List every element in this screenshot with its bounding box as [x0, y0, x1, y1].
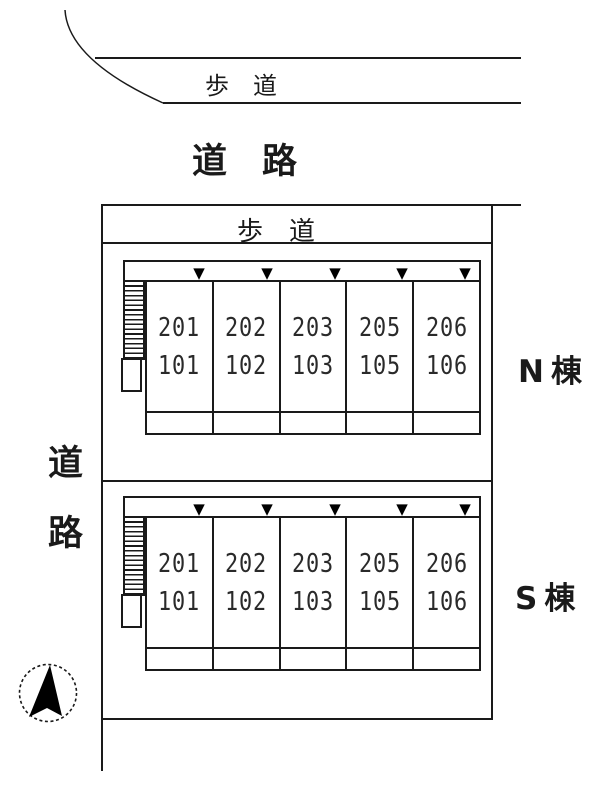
entrance-marker-icon: ▼	[459, 500, 471, 518]
unit-lower-number: 102	[225, 586, 268, 617]
unit-upper-number: 206	[425, 312, 468, 343]
unit-cell: 202 102	[211, 282, 279, 411]
balcony-cell	[412, 649, 479, 669]
balcony-cell	[211, 649, 279, 669]
balcony-cell	[412, 413, 479, 433]
building-north-entry-strip: ▼ ▼ ▼ ▼ ▼	[123, 260, 481, 282]
building-south-label: S棟	[515, 581, 583, 617]
building-north-balcony-strip	[145, 411, 481, 435]
unit-lower-number: 103	[291, 586, 334, 617]
unit-cell: 203 103	[278, 518, 346, 647]
unit-cell: 201 101	[147, 282, 212, 411]
north-arrow-compass-icon	[18, 663, 78, 723]
unit-upper-number: 203	[291, 312, 334, 343]
unit-lower-number: 105	[358, 586, 401, 617]
unit-cell: 206 106	[412, 282, 479, 411]
unit-cell: 203 103	[278, 282, 346, 411]
compound-divider-line	[103, 480, 491, 482]
top-sidewalk-lower-line	[163, 102, 521, 104]
entrance-marker-icon: ▼	[261, 264, 273, 282]
balcony-cell	[147, 413, 212, 433]
entrance-marker-icon: ▼	[459, 264, 471, 282]
site-boundary	[101, 204, 493, 720]
inner-sidewalk-label: 歩 道	[237, 217, 316, 247]
unit-cell: 202 102	[211, 518, 279, 647]
unit-upper-number: 205	[358, 312, 401, 343]
unit-upper-number: 202	[225, 548, 268, 579]
unit-cell: 205 105	[345, 282, 412, 411]
unit-lower-number: 105	[358, 350, 401, 381]
entrance-marker-icon: ▼	[329, 264, 341, 282]
unit-cell: 206 106	[412, 518, 479, 647]
stairwell-entry	[121, 358, 142, 392]
balcony-cell	[345, 413, 412, 433]
unit-upper-number: 201	[158, 312, 201, 343]
building-south-balcony-strip	[145, 647, 481, 671]
building-south-units-row: 201 101 202 102 203 103 205 105 206 106	[145, 516, 481, 649]
building-north-units-row: 201 101 202 102 203 103 205 105 206 106	[145, 280, 481, 413]
unit-lower-number: 101	[158, 350, 201, 381]
balcony-cell	[278, 649, 346, 669]
unit-lower-number: 103	[291, 350, 334, 381]
balcony-cell	[278, 413, 346, 433]
stairwell-entry	[121, 594, 142, 628]
balcony-cell	[211, 413, 279, 433]
entrance-marker-icon: ▼	[193, 500, 205, 518]
unit-cell: 201 101	[147, 518, 212, 647]
unit-upper-number: 201	[158, 548, 201, 579]
building-south-entry-strip: ▼ ▼ ▼ ▼ ▼	[123, 496, 481, 518]
unit-upper-number: 205	[358, 548, 401, 579]
entrance-marker-icon: ▼	[261, 500, 273, 518]
top-sidewalk-upper-line	[95, 57, 521, 59]
building-north: ▼ ▼ ▼ ▼ ▼ 201 101 202 102 203 103 205 10…	[121, 260, 481, 437]
building-south: ▼ ▼ ▼ ▼ ▼ 201 101 202 102 203 103 205 10…	[121, 496, 481, 673]
balcony-cell	[147, 649, 212, 669]
boundary-top-extension-line	[493, 204, 521, 206]
unit-lower-number: 106	[425, 350, 468, 381]
boundary-left-extension-line	[101, 718, 103, 771]
unit-upper-number: 206	[425, 548, 468, 579]
entrance-marker-icon: ▼	[193, 264, 205, 282]
top-road-label: 道 路	[192, 142, 298, 182]
entrance-marker-icon: ▼	[329, 500, 341, 518]
left-road-label-char-2: 路	[48, 514, 84, 554]
unit-upper-number: 202	[225, 312, 268, 343]
building-north-label: N棟	[518, 354, 589, 390]
entrance-marker-icon: ▼	[396, 500, 408, 518]
unit-lower-number: 106	[425, 586, 468, 617]
unit-lower-number: 102	[225, 350, 268, 381]
top-sidewalk-label: 歩 道	[205, 72, 277, 100]
balcony-cell	[345, 649, 412, 669]
unit-cell: 205 105	[345, 518, 412, 647]
unit-lower-number: 101	[158, 586, 201, 617]
left-road-label-char-1: 道	[48, 444, 84, 484]
entrance-marker-icon: ▼	[396, 264, 408, 282]
inner-sidewalk-line	[103, 242, 491, 244]
unit-upper-number: 203	[291, 548, 334, 579]
stairwell	[123, 280, 145, 360]
stairwell	[123, 516, 145, 596]
